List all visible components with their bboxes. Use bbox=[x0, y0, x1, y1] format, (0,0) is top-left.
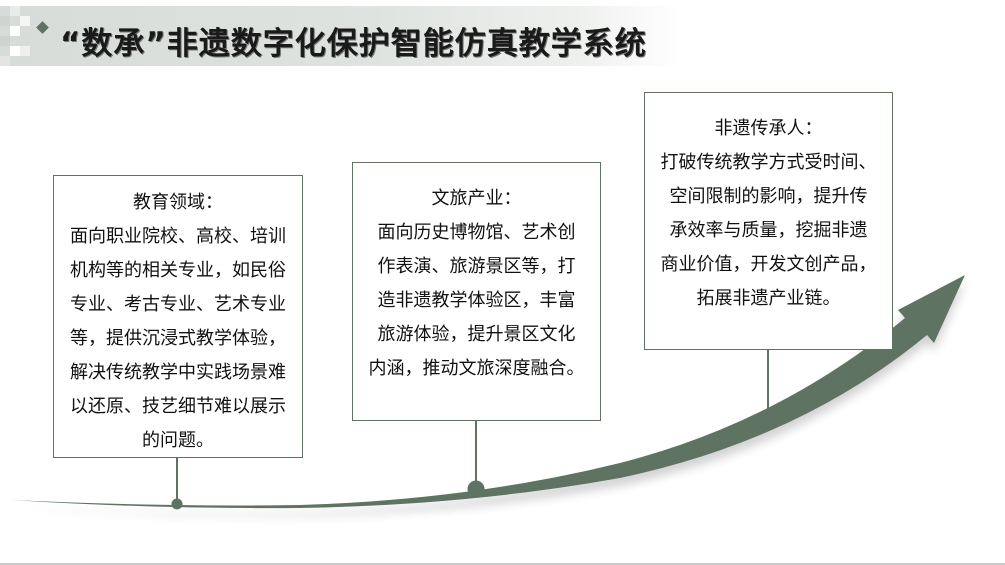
card-heading: 教育领域： bbox=[133, 192, 223, 213]
bottom-divider bbox=[0, 563, 1005, 565]
card-line: 面向职业院校、高校、培训 bbox=[70, 226, 286, 247]
title-banner bbox=[0, 6, 680, 66]
card-line: 承效率与质量，挖掘非遗 bbox=[669, 220, 868, 241]
card-culture-tourism: 文旅产业： 面向历史博物馆、艺术创 作表演、旅游景区等，打 造非遗教学体验区，丰… bbox=[352, 162, 601, 421]
card-line: 旅游体验，提升景区文化 bbox=[377, 324, 576, 345]
card-heading: 非遗传承人： bbox=[714, 118, 823, 139]
card-inheritors: 非遗传承人： 打破传统教学方式受时间、 空间限制的影响，提升传 承效率与质量，挖… bbox=[644, 92, 893, 350]
card-education: 教育领域： 面向职业院校、高校、培训 机构等的相关专业，如民俗 专业、考古专业、… bbox=[53, 175, 303, 458]
milestone-dot-1 bbox=[171, 498, 183, 510]
card-line: 拓展非遗产业链。 bbox=[696, 288, 841, 309]
card-line: 以还原、技艺细节难以展示 bbox=[70, 396, 286, 417]
card-line: 商业价值，开发文创产品， bbox=[660, 254, 877, 275]
card-line: 机构等的相关专业，如民俗 bbox=[70, 260, 286, 281]
card-line: 的问题。 bbox=[142, 430, 214, 451]
card-line: 造非遗教学体验区，丰富 bbox=[377, 290, 576, 311]
card-line: 面向历史博物馆、艺术创 bbox=[377, 222, 576, 243]
checker-decoration bbox=[0, 6, 40, 66]
card-line: 内涵，推动文旅深度融合。 bbox=[368, 358, 585, 379]
page-title: “数承”非遗数字化保护智能仿真教学系统 bbox=[60, 26, 647, 62]
card-line: 等，提供沉浸式教学体验， bbox=[70, 328, 286, 349]
card-line: 空间限制的影响，提升传 bbox=[669, 186, 868, 207]
milestone-dot-2 bbox=[467, 480, 485, 498]
card-line: 解决传统教学中实践场景难 bbox=[70, 362, 286, 383]
card-line: 作表演、旅游景区等，打 bbox=[377, 256, 576, 277]
milestone-dot-3 bbox=[758, 409, 778, 429]
card-line: 打破传统教学方式受时间、 bbox=[660, 152, 877, 173]
card-heading: 文旅产业： bbox=[431, 188, 522, 209]
card-line: 专业、考古专业、艺术专业 bbox=[70, 294, 286, 315]
